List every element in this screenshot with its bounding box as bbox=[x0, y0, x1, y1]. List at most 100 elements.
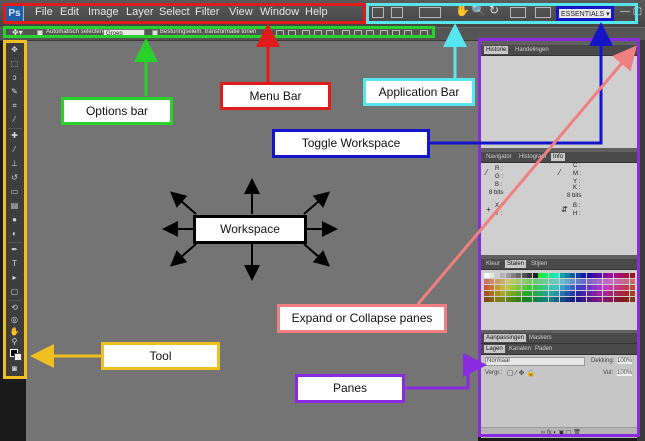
swatch-chip[interactable] bbox=[527, 285, 533, 290]
swatch-chip[interactable] bbox=[619, 297, 624, 302]
swatch-chip[interactable] bbox=[559, 285, 565, 290]
swatch-chip[interactable] bbox=[532, 291, 538, 296]
swatch-chip[interactable] bbox=[608, 297, 614, 302]
swatch-chip[interactable] bbox=[581, 297, 587, 302]
swatch-chip[interactable] bbox=[570, 291, 576, 296]
background-color-swatch[interactable] bbox=[14, 353, 22, 361]
3d-rotate-icon[interactable]: ⟲ bbox=[11, 303, 18, 312]
swatch-chip[interactable] bbox=[613, 297, 619, 302]
swatch-chip[interactable] bbox=[521, 279, 527, 284]
swatch-chip[interactable] bbox=[613, 285, 619, 290]
menu-image[interactable]: Image bbox=[88, 6, 119, 18]
tab-masks[interactable]: Maskers bbox=[529, 335, 552, 341]
swatch-chip[interactable] bbox=[532, 297, 538, 302]
gradient-icon[interactable]: ▤ bbox=[10, 201, 19, 210]
swatch-chip[interactable] bbox=[500, 273, 506, 278]
tab-styles[interactable]: Stijlen bbox=[531, 261, 548, 267]
opacity-input[interactable]: 100% bbox=[617, 358, 633, 364]
healing-icon[interactable]: ✚ bbox=[11, 131, 18, 140]
tab-channels[interactable]: Kanalen bbox=[509, 346, 532, 352]
menu-edit[interactable]: Edit bbox=[60, 6, 79, 18]
swatch-chip[interactable] bbox=[619, 285, 624, 290]
clone-stamp-icon[interactable]: ⊥ bbox=[11, 159, 18, 168]
swatch-chip[interactable] bbox=[505, 279, 511, 284]
swatch-chip[interactable] bbox=[538, 273, 543, 278]
swatch-chip[interactable] bbox=[511, 285, 516, 290]
swatch-chip[interactable] bbox=[516, 297, 522, 302]
swatch-chip[interactable] bbox=[575, 297, 581, 302]
crop-icon[interactable]: ⌗ bbox=[12, 101, 17, 110]
swatch-chip[interactable] bbox=[581, 291, 587, 296]
menu-window[interactable]: Window bbox=[260, 6, 300, 18]
swatch-chip[interactable] bbox=[484, 297, 489, 302]
swatch-chip[interactable] bbox=[527, 273, 533, 278]
swatch-chip[interactable] bbox=[575, 273, 581, 278]
swatch-chip[interactable] bbox=[521, 273, 527, 278]
swatch-chip[interactable] bbox=[548, 285, 554, 290]
swatch-chip[interactable] bbox=[489, 297, 495, 302]
swatch-chip[interactable] bbox=[624, 291, 630, 296]
swatch-chip[interactable] bbox=[570, 279, 576, 284]
arrange-documents-icon[interactable] bbox=[510, 7, 526, 18]
swatch-chip[interactable] bbox=[570, 297, 576, 302]
swatch-chip[interactable] bbox=[565, 285, 570, 290]
swatch-chip[interactable] bbox=[538, 285, 543, 290]
swatch-chip[interactable] bbox=[543, 291, 549, 296]
tab-swatches[interactable]: Stalen bbox=[505, 260, 527, 268]
swatch-chip[interactable] bbox=[511, 279, 516, 284]
swatch-chip[interactable] bbox=[484, 291, 489, 296]
swatch-chip[interactable] bbox=[619, 279, 624, 284]
menu-layer[interactable]: Layer bbox=[126, 6, 154, 18]
swatch-chip[interactable] bbox=[543, 297, 549, 302]
swatch-chip[interactable] bbox=[559, 297, 565, 302]
swatch-chip[interactable] bbox=[527, 291, 533, 296]
menu-file[interactable]: File bbox=[35, 6, 53, 18]
swatch-chip[interactable] bbox=[538, 297, 543, 302]
eyedropper-icon[interactable]: ⁄ bbox=[13, 115, 16, 124]
swatch-chip[interactable] bbox=[548, 273, 554, 278]
swatch-chip[interactable] bbox=[586, 297, 592, 302]
swatch-chip[interactable] bbox=[521, 285, 527, 290]
tab-color[interactable]: Kleur bbox=[486, 261, 501, 267]
swatch-chip[interactable] bbox=[527, 297, 533, 302]
swatch-chip[interactable] bbox=[489, 285, 495, 290]
swatch-chip[interactable] bbox=[565, 279, 570, 284]
swatch-chip[interactable] bbox=[624, 273, 630, 278]
swatch-chip[interactable] bbox=[624, 297, 630, 302]
swatch-chip[interactable] bbox=[608, 291, 614, 296]
swatch-chip[interactable] bbox=[597, 297, 603, 302]
swatch-chip[interactable] bbox=[613, 273, 619, 278]
screen-mode-icon[interactable] bbox=[535, 7, 551, 18]
swatch-chip[interactable] bbox=[559, 279, 565, 284]
swatch-chip[interactable] bbox=[500, 291, 506, 296]
swatch-chip[interactable] bbox=[489, 279, 495, 284]
lock-icons[interactable]: ▢ ⁄ ✥ 🔒 bbox=[507, 370, 536, 377]
swatch-chip[interactable] bbox=[592, 279, 597, 284]
swatch-chip[interactable] bbox=[559, 291, 565, 296]
swatch-chip[interactable] bbox=[516, 291, 522, 296]
swatch-chip[interactable] bbox=[629, 279, 635, 284]
swatch-chip[interactable] bbox=[570, 273, 576, 278]
swatch-chip[interactable] bbox=[484, 279, 489, 284]
history-brush-icon[interactable]: ↺ bbox=[11, 173, 18, 182]
swatch-chip[interactable] bbox=[494, 273, 500, 278]
swatch-chip[interactable] bbox=[500, 285, 506, 290]
menu-help[interactable]: Help bbox=[305, 6, 328, 18]
swatch-chip[interactable] bbox=[516, 279, 522, 284]
tab-actions[interactable]: Handelingen bbox=[515, 47, 549, 53]
zoom-tool-icon[interactable]: 🔍 bbox=[471, 3, 486, 17]
swatch-chip[interactable] bbox=[624, 279, 630, 284]
swatch-chip[interactable] bbox=[575, 285, 581, 290]
swatch-chip[interactable] bbox=[511, 273, 516, 278]
swatch-chip[interactable] bbox=[554, 285, 560, 290]
swatch-chip[interactable] bbox=[538, 279, 543, 284]
swatch-chip[interactable] bbox=[548, 297, 554, 302]
tab-navigator[interactable]: Navigator bbox=[486, 154, 512, 160]
swatch-chip[interactable] bbox=[592, 291, 597, 296]
swatch-chip[interactable] bbox=[565, 291, 570, 296]
swatch-chip[interactable] bbox=[521, 291, 527, 296]
swatch-chip[interactable] bbox=[586, 279, 592, 284]
swatch-chip[interactable] bbox=[581, 279, 587, 284]
3d-orbit-icon[interactable]: ◎ bbox=[11, 315, 18, 324]
swatch-chip[interactable] bbox=[586, 291, 592, 296]
